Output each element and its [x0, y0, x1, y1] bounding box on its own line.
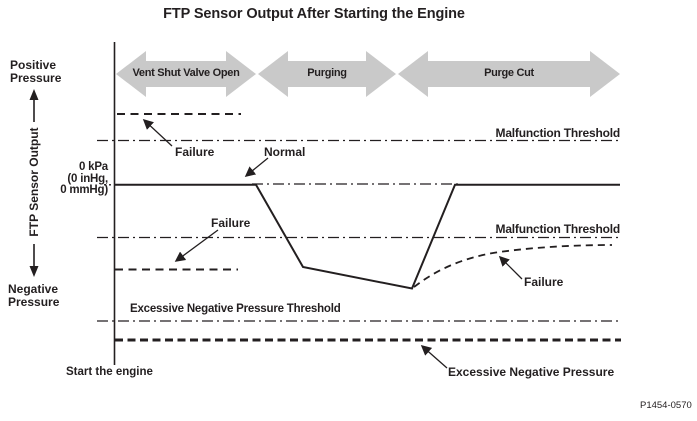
- figure-id-label: P1454-0570: [640, 400, 692, 411]
- phase-label-purging: Purging: [307, 67, 347, 79]
- normal-leader-arrow: [244, 157, 269, 177]
- excessive-negative-pressure-threshold-label: Excessive Negative Pressure Threshold: [130, 303, 341, 315]
- failure-right-leader-arrow: [498, 255, 523, 280]
- phase-arrow-vent-shut-valve-open: [116, 51, 256, 97]
- positive-pressure-label: Positive Pressure: [10, 58, 62, 85]
- excessive-negative-pressure-leader-arrow: [420, 344, 448, 369]
- positive-direction-arrow-head: [29, 89, 39, 100]
- diagram-title: FTP Sensor Output After Starting the Eng…: [163, 6, 465, 22]
- negative-pressure-label: Negative Pressure: [8, 282, 60, 309]
- malfunction-threshold-upper-label: Malfunction Threshold: [495, 126, 621, 140]
- start-the-engine-label: Start the engine: [66, 366, 153, 378]
- normal-label: Normal: [264, 145, 306, 159]
- excessive-negative-pressure-label: Excessive Negative Pressure: [448, 365, 615, 379]
- phase-arrow-purge-cut: [398, 51, 620, 97]
- negative-direction-arrow-head: [29, 266, 39, 277]
- failure-top-label: Failure: [175, 145, 215, 159]
- failure-top-leader-arrow: [142, 118, 173, 147]
- failure-mid-leader-arrow: [174, 229, 219, 262]
- y-axis-label: FTP Sensor Output: [27, 127, 41, 237]
- phase-arrow-purging: [258, 51, 396, 97]
- phase-label-vent-shut-valve-open: Vent Shut Valve Open: [132, 67, 240, 79]
- phase-label-purge-cut: Purge Cut: [484, 67, 534, 79]
- normal-output-line: [114, 183, 620, 290]
- zero-pressure-label: 0 kPa (0 inHg, 0 mmHg): [60, 161, 108, 196]
- failure-recovery-curve: [413, 244, 613, 288]
- failure-mid-label: Failure: [211, 216, 251, 230]
- failure-right-label: Failure: [524, 275, 564, 289]
- malfunction-threshold-lower-label: Malfunction Threshold: [495, 222, 621, 236]
